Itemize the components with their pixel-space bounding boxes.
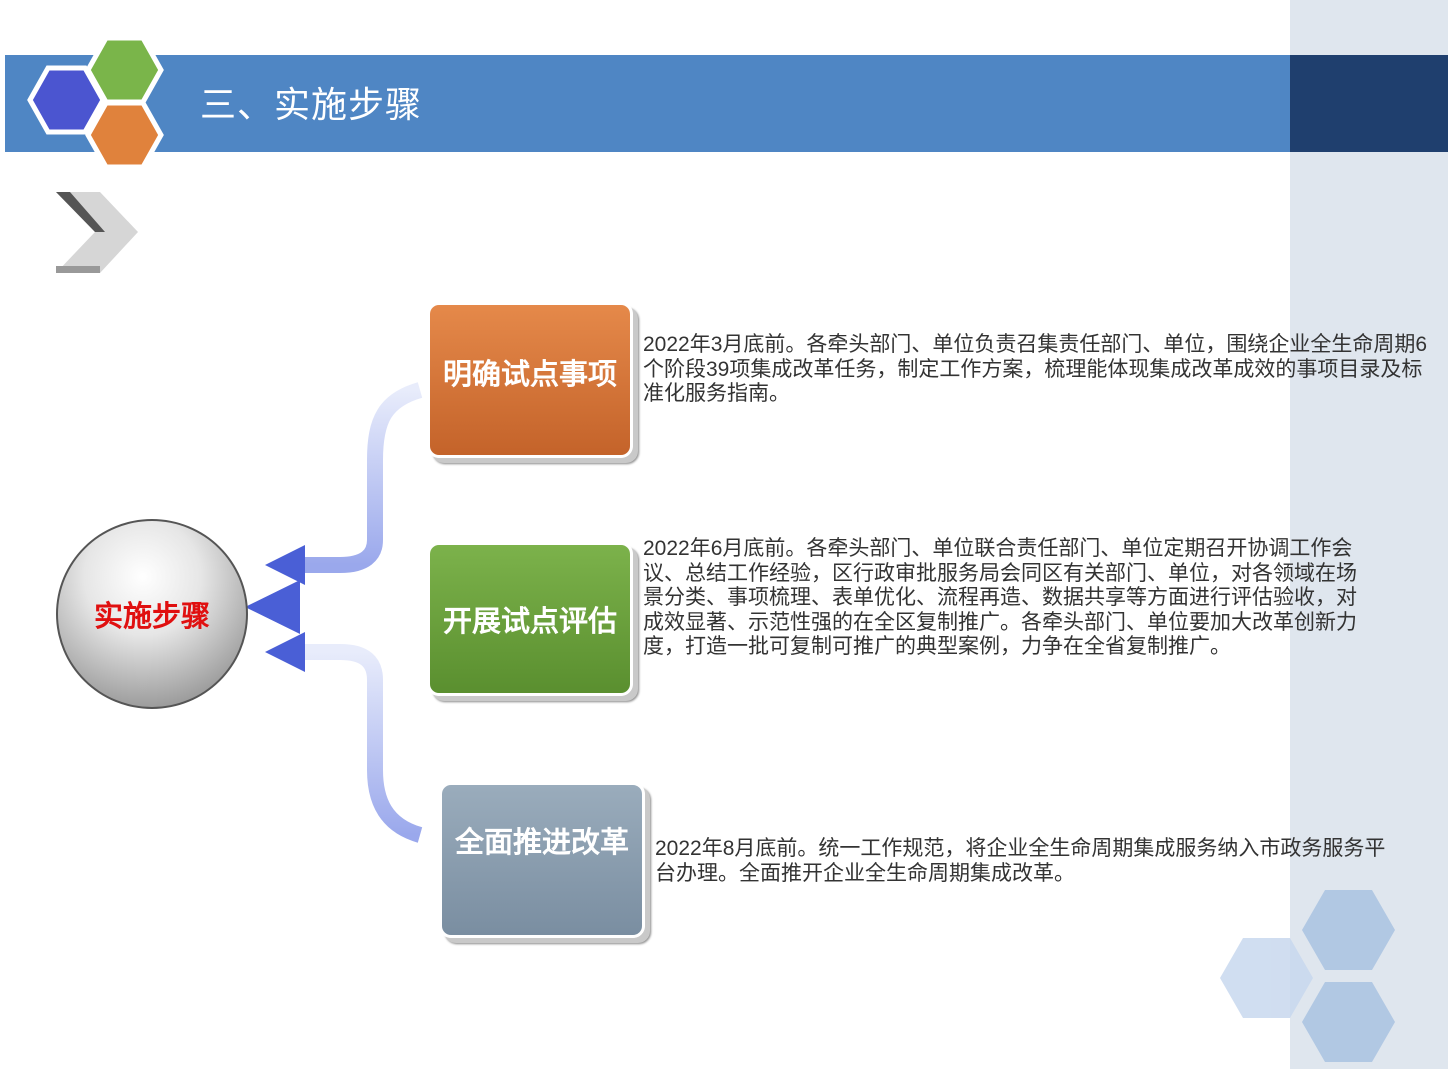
step-description-1: 2022年3月底前。各牵头部门、单位负责召集责任部门、单位，围绕企业全生命周期6… xyxy=(643,333,1428,405)
hexagon-decoration-icon xyxy=(1220,890,1395,1062)
step-box-3: 全面推进改革 xyxy=(439,782,645,938)
page-title: 三、实施步骤 xyxy=(200,85,423,126)
header-band-dark xyxy=(1290,55,1448,152)
step-box-2: 开展试点评估 xyxy=(427,542,633,696)
header-band xyxy=(5,55,1290,152)
step-label: 开展试点评估 xyxy=(442,604,617,638)
center-sphere: 实施步骤 xyxy=(56,519,248,709)
hexagon-logo-icon xyxy=(27,35,164,170)
center-label: 实施步骤 xyxy=(93,599,210,633)
connector-arrows xyxy=(245,382,423,843)
step-label: 明确试点事项 xyxy=(442,357,617,391)
step-description-2: 2022年6月底前。各牵头部门、单位联合责任部门、单位定期召开协调工作会议、总结… xyxy=(643,537,1357,658)
step-box-1: 明确试点事项 xyxy=(427,302,633,458)
step-description-3: 2022年8月底前。统一工作规范，将企业全生命周期集成服务纳入市政务服务平台办理… xyxy=(655,837,1386,885)
chevron-right-icon xyxy=(56,192,138,273)
step-label: 全面推进改革 xyxy=(454,825,629,859)
